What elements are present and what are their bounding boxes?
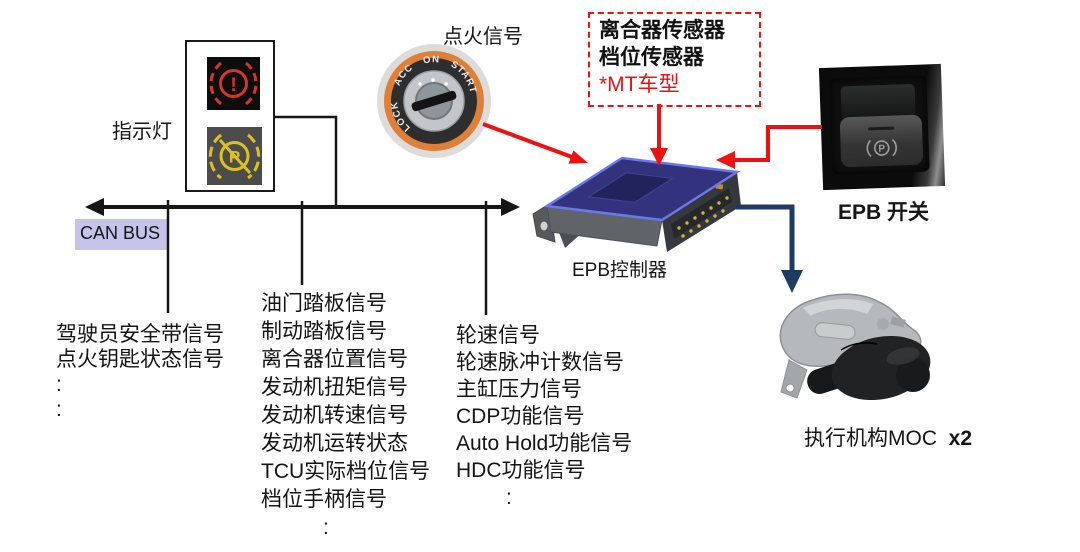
signal-item: : [56, 373, 62, 396]
epb-controller-image [531, 144, 749, 269]
key-slot [411, 90, 457, 112]
actuator-qty: x2 [948, 427, 973, 450]
indicator-label: 指示灯 [112, 121, 172, 143]
epb-switch-image: P [818, 63, 946, 191]
ignition-switch-image: LOCK ACC ON START [376, 43, 492, 164]
indicator-connector-line [275, 115, 338, 205]
bus-arrow-left [85, 198, 104, 216]
signal-item: : [506, 486, 512, 509]
actuator-label: 执行机构MOC [804, 427, 937, 450]
signal-item: 主缸压力信号 [456, 378, 582, 401]
signal-item: 离合器位置信号 [261, 348, 408, 371]
signal-column-1: 驾驶员安全带信号点火钥匙状态信号:: [56, 322, 224, 422]
signal-item: 驾驶员安全带信号 [56, 323, 224, 346]
can-bus-highlight: CAN BUS [75, 219, 168, 250]
signal-item: 油门踏板信号 [261, 292, 387, 315]
indicator-panel: ! P [185, 40, 275, 192]
gear-sensor-label: 档位传感器 [599, 46, 704, 69]
signal-item: 点火钥匙状态信号 [56, 348, 224, 371]
signal-item: : [56, 398, 62, 421]
signal-item: 制动踏板信号 [261, 320, 387, 343]
signal-item: 发动机转速信号 [261, 404, 408, 427]
epb-switch-label: EPB 开关 [838, 201, 930, 224]
can-bus-label: CAN BUS [80, 223, 161, 243]
signal-item: 发动机运转状态 [261, 432, 408, 455]
mt-sensor-box: 离合器传感器 档位传感器 *MT车型 [588, 12, 761, 107]
signal-item: 轮速脉冲计数信号 [456, 351, 624, 374]
epb-button-glyph: P [878, 143, 885, 154]
signal-item: Auto Hold功能信号 [456, 432, 633, 455]
clutch-sensor-label: 离合器传感器 [599, 19, 725, 42]
signal-item: 发动机扭矩信号 [261, 376, 408, 399]
caliper-actuator-image [763, 280, 943, 413]
ignition-label: 点火信号 [443, 26, 523, 48]
paddle-slot [868, 126, 895, 131]
mt-note: *MT车型 [599, 73, 680, 96]
signal-column-2: 油门踏板信号制动踏板信号离合器位置信号发动机扭矩信号发动机转速信号发动机运转状态… [261, 290, 430, 542]
bus-arrow-right [501, 198, 520, 216]
exclamation-glyph: ! [230, 75, 236, 96]
switch-paddle: P [839, 114, 924, 168]
signal-column-3: 轮速信号轮速脉冲计数信号主缸压力信号 CDP功能信号 Auto Hold功能信号 HD… [456, 322, 632, 511]
switch-top [840, 83, 916, 120]
controller-label: EPB控制器 [572, 260, 668, 281]
signal-item: 档位手柄信号 [261, 488, 387, 511]
signal-item: CDP功能信号 [456, 405, 585, 428]
park-brake-fault-icon: P [207, 127, 262, 185]
signal-item: 轮速信号 [456, 324, 540, 347]
parking-brake-icon: P [864, 137, 899, 163]
brake-warning-icon: ! [207, 57, 260, 110]
signal-item: HDC功能信号 [456, 459, 586, 482]
signal-item: TCU实际档位信号 [261, 460, 431, 483]
signal-item: : [323, 516, 329, 539]
actuator-label-group: 执行机构MOC x2 [804, 422, 972, 452]
